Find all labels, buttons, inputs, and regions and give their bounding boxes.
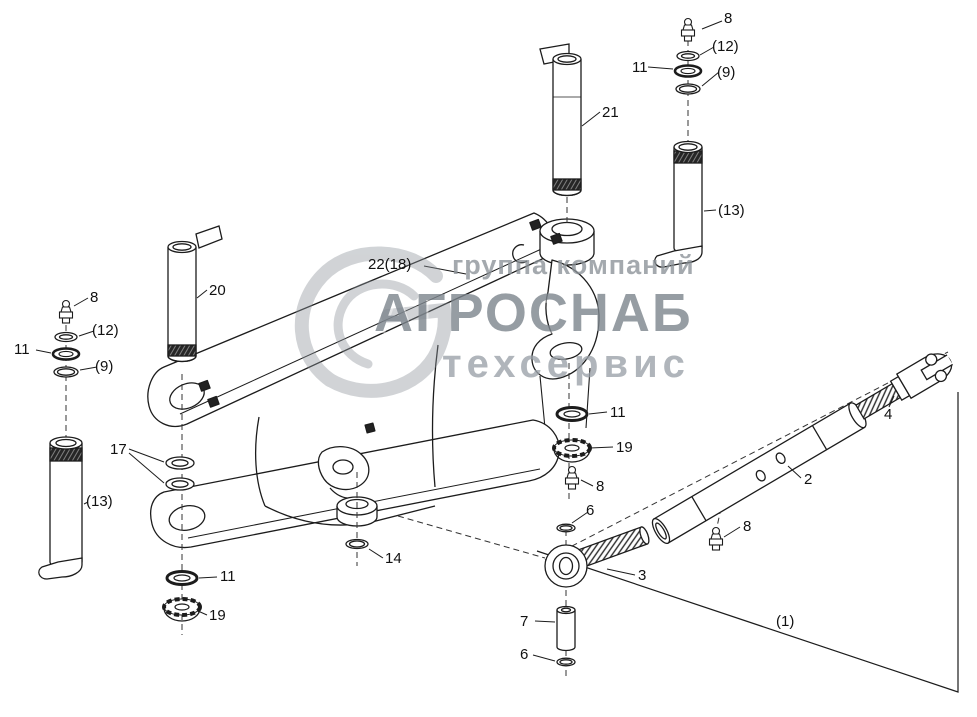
callout-13-pin-right: (13)	[718, 202, 745, 219]
callout-20-pin: 20	[209, 282, 226, 299]
ring-11-left-bottom	[165, 570, 199, 586]
ring-6-upper	[556, 523, 576, 533]
rod-end-3	[544, 526, 650, 588]
grease-nipple-tube	[708, 526, 724, 551]
grease-nipple-middle	[564, 465, 580, 490]
ring-6-lower	[556, 657, 576, 667]
ring-12-top-right	[676, 50, 700, 62]
fork-4	[855, 353, 953, 420]
ring-9-top-right	[675, 83, 701, 95]
pin-21	[539, 43, 582, 197]
callout-6-ring-lower: 6	[520, 646, 529, 663]
callout-8-grease-nipple-middle: 8	[596, 478, 605, 495]
ring-12-left	[54, 331, 78, 343]
callout-8-grease-nipple-top-right: 8	[724, 10, 733, 27]
callout-3-rod-end: 3	[638, 567, 647, 584]
ring-11-top-right	[673, 64, 703, 78]
callout-19-nut-middle: 19	[616, 439, 633, 456]
callout-1-assembly: (1)	[776, 613, 795, 630]
castle-nut-19-middle	[552, 438, 592, 463]
callout-6-ring-upper: 6	[586, 502, 595, 519]
callout-14-ring: 14	[385, 550, 402, 567]
callout-12-ring-top-right: (12)	[712, 38, 739, 55]
callout-11-ring-middle: 11	[610, 404, 626, 421]
callout-12-ring-left: (12)	[92, 322, 119, 339]
callout-21-pin: 21	[602, 104, 619, 121]
callout-22-18-frame: 22(18)	[368, 256, 412, 273]
rings-17	[165, 456, 195, 491]
callout-7-bushing: 7	[520, 613, 529, 630]
bushing-7	[556, 605, 576, 652]
callout-8-grease-nipple-tube: 8	[743, 518, 752, 535]
grease-nipple-top-right	[680, 17, 696, 42]
castle-nut-19-left	[162, 597, 202, 622]
watermark-logo-icon	[294, 246, 452, 398]
leader-lines	[35, 20, 895, 662]
callout-13-pin-left: (13)	[86, 493, 113, 510]
pin-13-right	[654, 140, 703, 268]
grease-nipple-left	[58, 299, 74, 324]
callout-11-ring-left-bottom: 11	[220, 568, 236, 585]
frame-22-18	[147, 212, 600, 549]
callout-4-fork: 4	[884, 406, 893, 423]
ring-11-left	[51, 347, 81, 361]
callout-11-ring-left: 11	[14, 341, 30, 358]
callout-2-tube: 2	[804, 471, 813, 488]
callout-9-ring-top-right: (9)	[717, 64, 736, 81]
callout-11-ring-top-right: 11	[632, 59, 648, 76]
callout-8-grease-nipple-left: 8	[90, 289, 99, 306]
pin-20	[167, 225, 223, 363]
tube-2	[651, 402, 867, 545]
ring-9-left	[53, 366, 79, 378]
callout-17-rings: 17	[110, 441, 127, 458]
group-bracket-1	[536, 392, 959, 693]
callout-19-nut-left: 19	[209, 607, 226, 624]
ring-11-middle	[555, 406, 589, 422]
ring-14	[345, 538, 369, 550]
callout-9-ring-left: (9)	[95, 358, 114, 375]
pin-13-left	[38, 436, 83, 580]
